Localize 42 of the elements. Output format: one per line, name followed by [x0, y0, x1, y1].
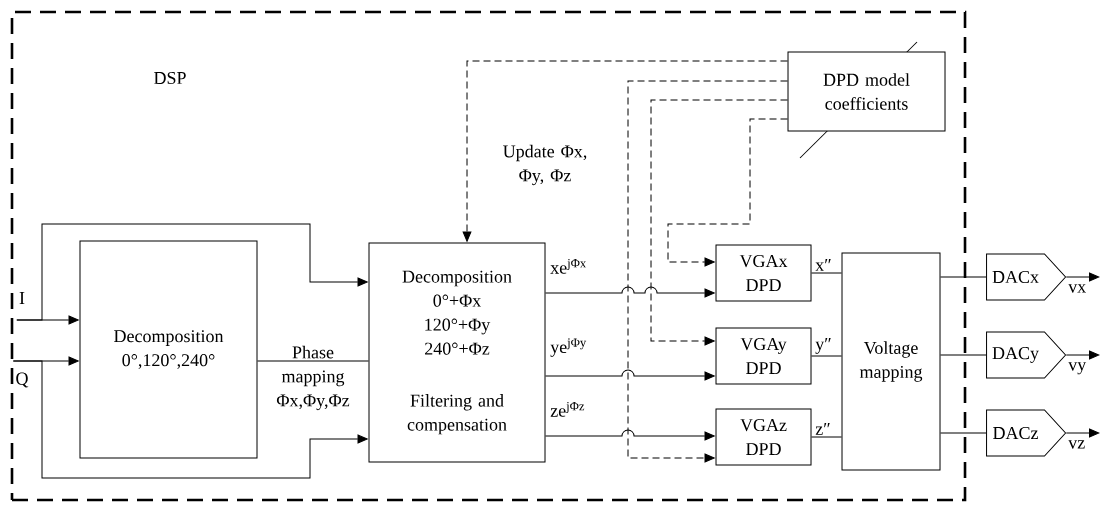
connector-line — [811, 355, 842, 357]
process-box: Voltage mapping — [841, 252, 941, 471]
edge-label: z″ — [815, 423, 830, 435]
process-box: Decomposition 0°,120°,240° — [79, 240, 258, 459]
edge-label: Phase mapping Φx,Φy,Φz — [276, 345, 350, 411]
connector-line — [257, 360, 369, 362]
edge-label: xe$^{jΦx}$ — [550, 259, 587, 274]
connector-line — [940, 276, 987, 278]
arrow — [545, 286, 715, 298]
arrow — [12, 360, 368, 479]
converter-block: DACy — [986, 331, 1067, 379]
edge-label: Update Φx, Φy, Φz — [503, 144, 587, 186]
edge-label: vx — [1068, 284, 1086, 293]
arrow — [1065, 428, 1100, 438]
edge-label: vy — [1068, 362, 1087, 375]
converter-block: DACz — [986, 409, 1067, 457]
process-box: VGAz DPD — [715, 408, 812, 466]
edge-label: x″ — [815, 259, 831, 271]
process-box: VGAy DPD — [715, 327, 812, 385]
converter-block: DACx — [986, 253, 1067, 301]
coefficients-box: DPD model coefficients — [787, 51, 946, 132]
input-label: Q — [16, 372, 29, 388]
edge-label: vz — [1068, 440, 1085, 449]
edge-label: ze$^{jΦz}$ — [550, 402, 585, 417]
arrow — [462, 60, 788, 242]
connector-line — [811, 436, 842, 438]
arrow — [667, 118, 788, 267]
edge-label: y″ — [815, 338, 831, 354]
connector-line — [811, 272, 842, 274]
arrow — [16, 223, 368, 321]
arrow — [545, 429, 715, 441]
arrow — [650, 99, 788, 346]
process-box: VGAx DPD — [715, 244, 812, 302]
arrow — [1065, 272, 1100, 282]
process-box: Decomposition 0°+Φx 120°+Φy 240°+Φz Filtering and compensation — [368, 242, 546, 463]
connector-line — [940, 354, 987, 356]
edge-label: ye$^{jΦy}$ — [550, 338, 587, 357]
arrow — [1065, 350, 1100, 360]
connector-line — [940, 432, 987, 434]
input-label: I — [19, 292, 25, 304]
arrow — [627, 80, 788, 463]
arrow — [545, 369, 715, 381]
